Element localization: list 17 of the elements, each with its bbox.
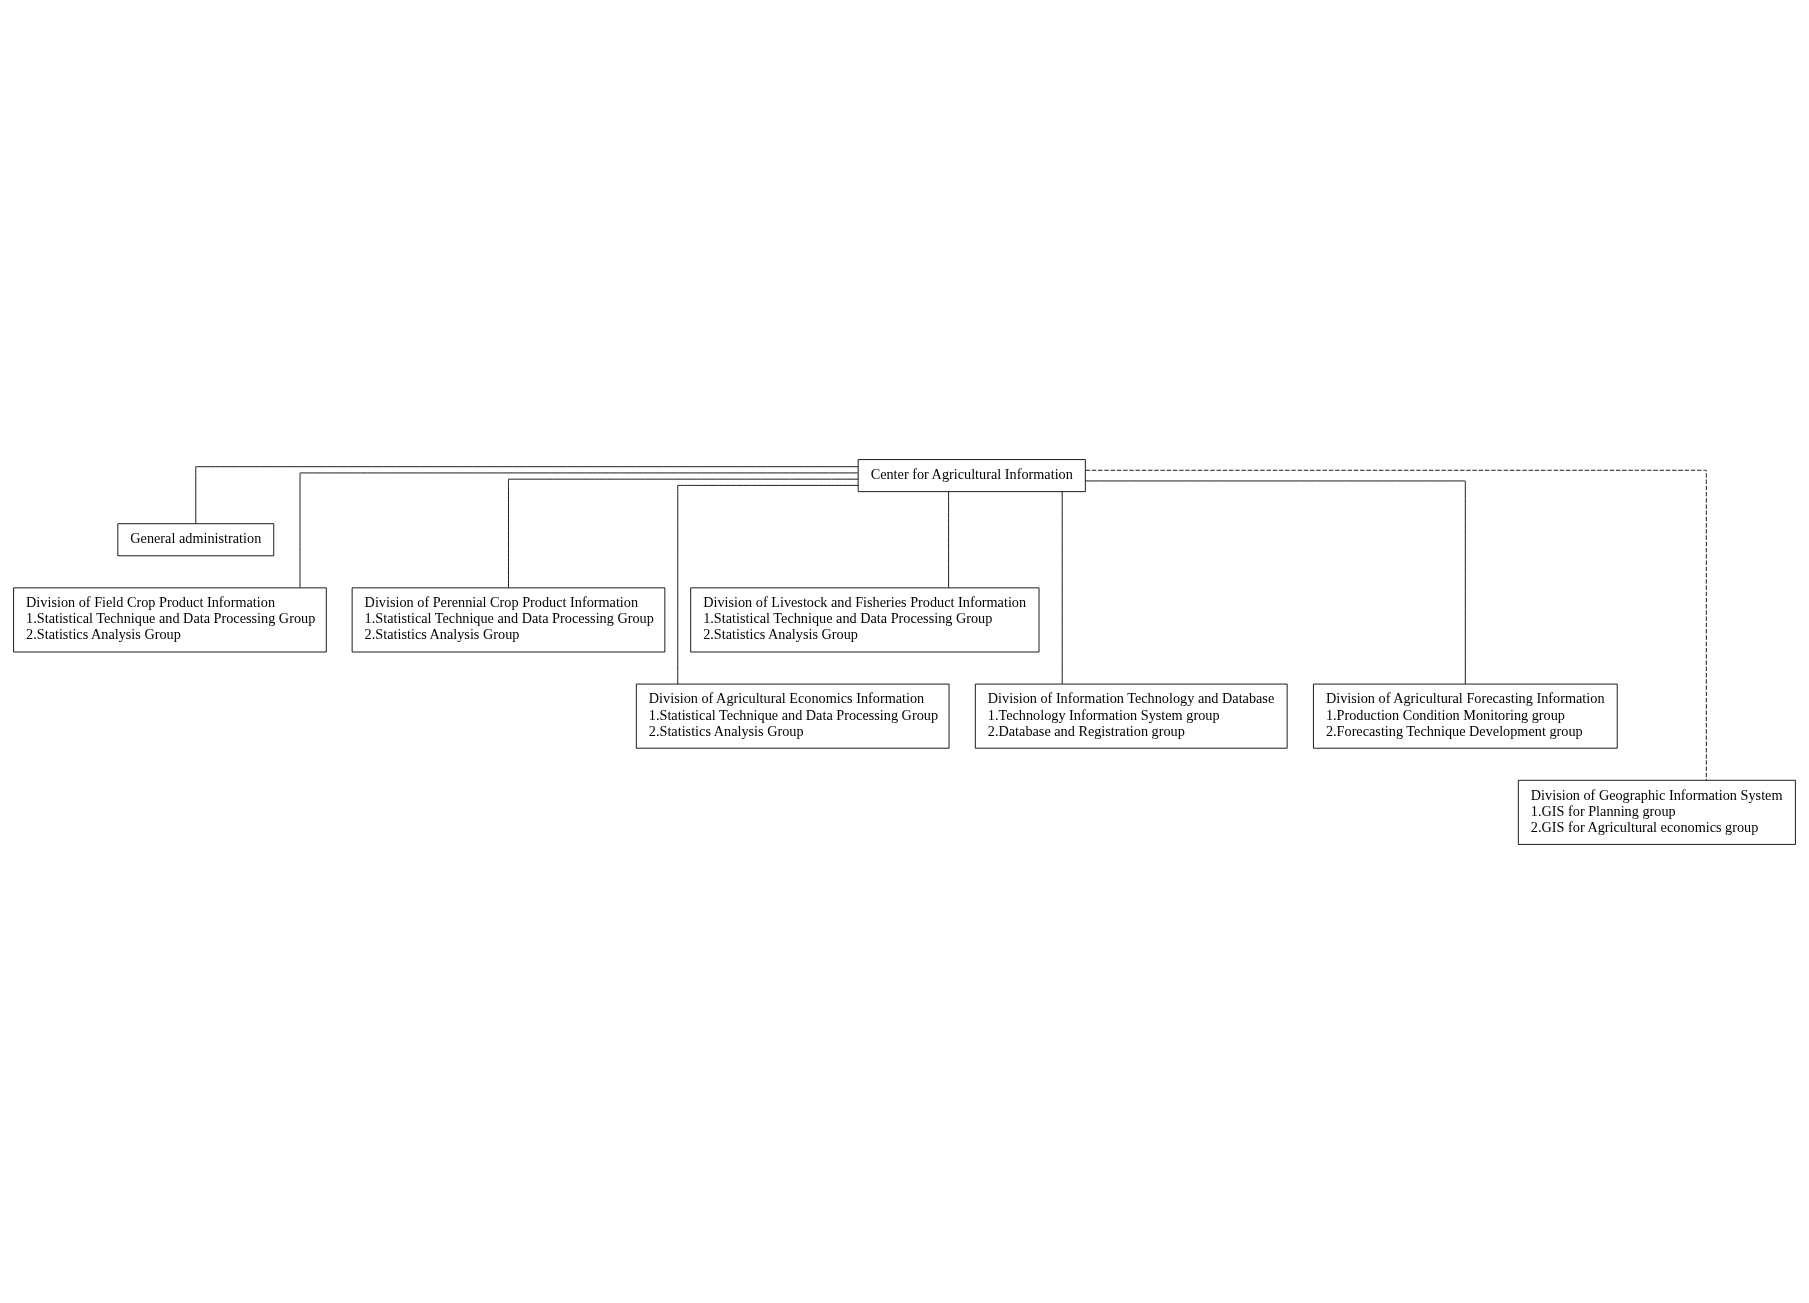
node-box: Division of Geographic Information System 1.GIS for Planning group 2.GIS for Agricultural economics group: [1517, 779, 1796, 845]
node-box: Division of Agricultural Economics Information 1.Statistical Technique and Data Processing Group 2.Statistics Analysis Group: [635, 683, 950, 749]
node-box: Division of Perennial Crop Product Information 1.Statistical Technique and Data Processing Group 2.Statistics Analysis Group: [351, 586, 666, 652]
connector: [195, 465, 859, 524]
connector: [299, 472, 859, 588]
node-box: General administration: [117, 522, 275, 556]
connector: [1085, 480, 1466, 684]
node-box: Division of Information Technology and Database 1.Technology Information System group 2.Database and Registration group: [974, 683, 1288, 749]
connector: [508, 478, 859, 588]
node-box: Division of Field Crop Product Information 1.Statistical Technique and Data Processing Group 2.Statistics Analysis Group: [13, 586, 327, 652]
node-box: Center for Agricultural Information: [857, 458, 1086, 492]
connector: [1085, 469, 1707, 781]
connector: [677, 484, 859, 684]
node-box: Division of Livestock and Fisheries Product Information 1.Statistical Technique and Data Processing Group 2.Statistics Analysis Group: [690, 586, 1040, 652]
connector: [948, 490, 950, 588]
connector: [1061, 490, 1063, 684]
node-box: Division of Agricultural Forecasting Information 1.Production Condition Monitoring group 2.Forecasting Technique Development group: [1313, 683, 1618, 749]
